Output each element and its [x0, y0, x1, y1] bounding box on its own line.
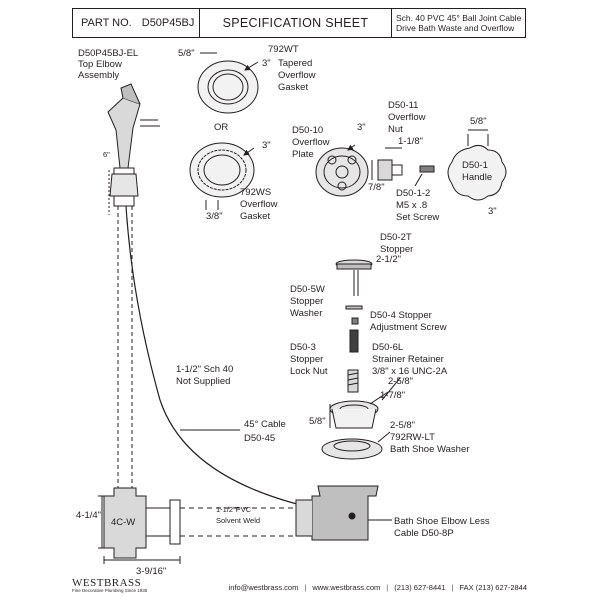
gasket-ws-line-3: Gasket: [240, 211, 270, 222]
shoe-elbow-line-1: Bath Shoe Elbow Less: [394, 516, 490, 527]
gasket-wt-line-2: Tapered: [278, 58, 312, 69]
dim-3-wt: 3": [262, 58, 271, 69]
brand-tagline: Fine Decorative Plumbing Since 1935: [72, 588, 148, 593]
plate-line-3: Plate: [292, 149, 314, 160]
footer: WESTBRASS Fine Decorative Plumbing Since…: [72, 578, 527, 596]
overflow-nut-drawing: [371, 147, 403, 181]
adj-screw-line-1: D50-4 Stopper: [370, 310, 432, 321]
website-link[interactable]: www.westbrass.com: [312, 582, 381, 592]
washer-line-2: Stopper: [290, 296, 323, 307]
dim-3-plate: 3": [357, 122, 366, 133]
gasket-ws-line-1: 792WS: [240, 187, 271, 198]
plate-line-2: Overflow: [292, 137, 330, 148]
separator: |: [386, 582, 389, 592]
shoe-elbow-line-2: Cable D50-8P: [394, 528, 454, 539]
stopper-line-1: D50-2T: [380, 232, 412, 243]
email-link[interactable]: info@westbrass.com: [228, 582, 299, 592]
dim-3-handle: 3": [488, 206, 497, 217]
westbrass-logo: WESTBRASS Fine Decorative Plumbing Since…: [72, 577, 148, 595]
plate-line-1: D50-10: [292, 125, 323, 136]
bath-washer-line-2: Bath Shoe Washer: [390, 444, 469, 455]
or-label: OR: [214, 122, 228, 133]
bath-washer-line-1: 792RW-LT: [390, 432, 435, 443]
lock-nut-line-2: Stopper: [290, 354, 323, 365]
dimension-lines: [98, 377, 401, 564]
description-line-1: Sch. 40 PVC 45° Ball Joint Cable: [396, 13, 522, 23]
brand-name: WESTBRASS: [72, 577, 142, 589]
overflow-plate-drawing: [315, 144, 369, 197]
gasket-ws-line-2: Overflow: [240, 199, 278, 210]
set-screw-drawing: [414, 165, 435, 187]
retainer-line-2: Strainer Retainer: [372, 354, 444, 365]
part-number-value: D50P45BJ: [141, 17, 195, 29]
contact-info: info@westbrass.com | www.westbrass.com |…: [229, 583, 527, 592]
pipe-line-1: 1-1/2" Sch 40: [176, 364, 233, 375]
shoe-elbow-drawing: [180, 485, 379, 541]
pipe-and-cable-drawing: [117, 205, 351, 516]
product-description: Sch. 40 PVC 45° Ball Joint Cable Drive B…: [391, 8, 526, 38]
cable-line-1: 45° Cable: [244, 419, 286, 430]
dim-4-1-4: 4-1/4": [76, 510, 101, 521]
dim-1-7-8: 1-7/8": [380, 390, 405, 401]
washer-line-1: D50-5W: [290, 284, 325, 295]
nut-line-3: Nut: [388, 124, 403, 135]
fax-number: FAX (213) 627-2844: [459, 582, 527, 592]
cable-line-2: D50-45: [244, 433, 275, 444]
dim-2-1-2: 2-1/2": [376, 254, 401, 265]
stopper-drawing: [335, 259, 373, 393]
part-number-label: PART NO.: [81, 17, 132, 29]
nut-line-1: D50-11: [388, 100, 418, 111]
adj-screw-line-2: Adjustment Screw: [370, 322, 447, 333]
pvc-line-1: 1-1/2"PVC: [216, 505, 252, 514]
set-screw-line-3: Set Screw: [396, 212, 439, 223]
lock-nut-line-3: Lock Nut: [290, 366, 328, 377]
lock-nut-line-1: D50-3: [290, 342, 316, 353]
gasket-wt-line-4: Gasket: [278, 82, 308, 93]
dim-1-1-8: 1-1/8": [398, 136, 423, 147]
set-screw-line-2: M5 x .8: [396, 200, 427, 211]
washer-line-3: Washer: [290, 308, 322, 319]
dim-7-8: 7/8": [368, 182, 385, 193]
handle-drawing: [447, 129, 507, 201]
shoe-washer-drawing: [321, 438, 383, 460]
dim-2-5-8-a: 2-5/8": [388, 376, 413, 387]
tapered-gasket-drawing: [197, 52, 259, 114]
dim-2-5-8-b: 2-5/8": [390, 420, 415, 431]
handle-line-2: Handle: [462, 172, 492, 183]
retainer-line-3: 3/8" x 16 UNC-2A: [372, 366, 448, 377]
description-line-2: Drive Bath Waste and Overflow: [396, 23, 515, 33]
overflow-gasket-drawing: [189, 142, 255, 210]
set-screw-line-1: D50-1-2: [396, 188, 430, 199]
gasket-wt-line-1: 792WT: [268, 44, 299, 55]
handle-line-1: D50-1: [462, 160, 488, 171]
pvc-line-2: Solvent Weld: [216, 516, 260, 525]
gasket-wt-line-3: Overflow: [278, 70, 316, 81]
elbow-label-2: Top Elbow: [78, 59, 122, 70]
dim-3-9-16: 3-9/16": [136, 566, 166, 577]
dim-3-8-ws: 3/8": [206, 211, 223, 222]
phone-number: (213) 627-8441: [394, 582, 446, 592]
elbow-tiny-dim: 6": [103, 150, 110, 159]
stopper-line-2: Stopper: [380, 244, 413, 255]
separator: |: [451, 582, 454, 592]
part-number-box: PART NO. D50P45BJ: [72, 8, 200, 38]
dim-5-8-strainer: 5/8": [309, 416, 326, 427]
dim-5-8-top: 5/8": [178, 48, 195, 59]
elbow-label-1: D50P45BJ-EL: [78, 48, 138, 59]
pipe-line-2: Not Supplied: [176, 376, 230, 387]
elbow-label-3: Assembly: [78, 70, 119, 81]
tee-code: 4C-W: [111, 517, 135, 528]
nut-line-2: Overflow: [388, 112, 426, 123]
separator: |: [304, 582, 307, 592]
dim-5-8-handle: 5/8": [470, 116, 487, 127]
dim-3-ws: 3": [262, 140, 271, 151]
strainer-drawing: [329, 400, 379, 429]
top-elbow-drawing: [107, 83, 160, 215]
retainer-line-1: D50-6L: [372, 342, 403, 353]
